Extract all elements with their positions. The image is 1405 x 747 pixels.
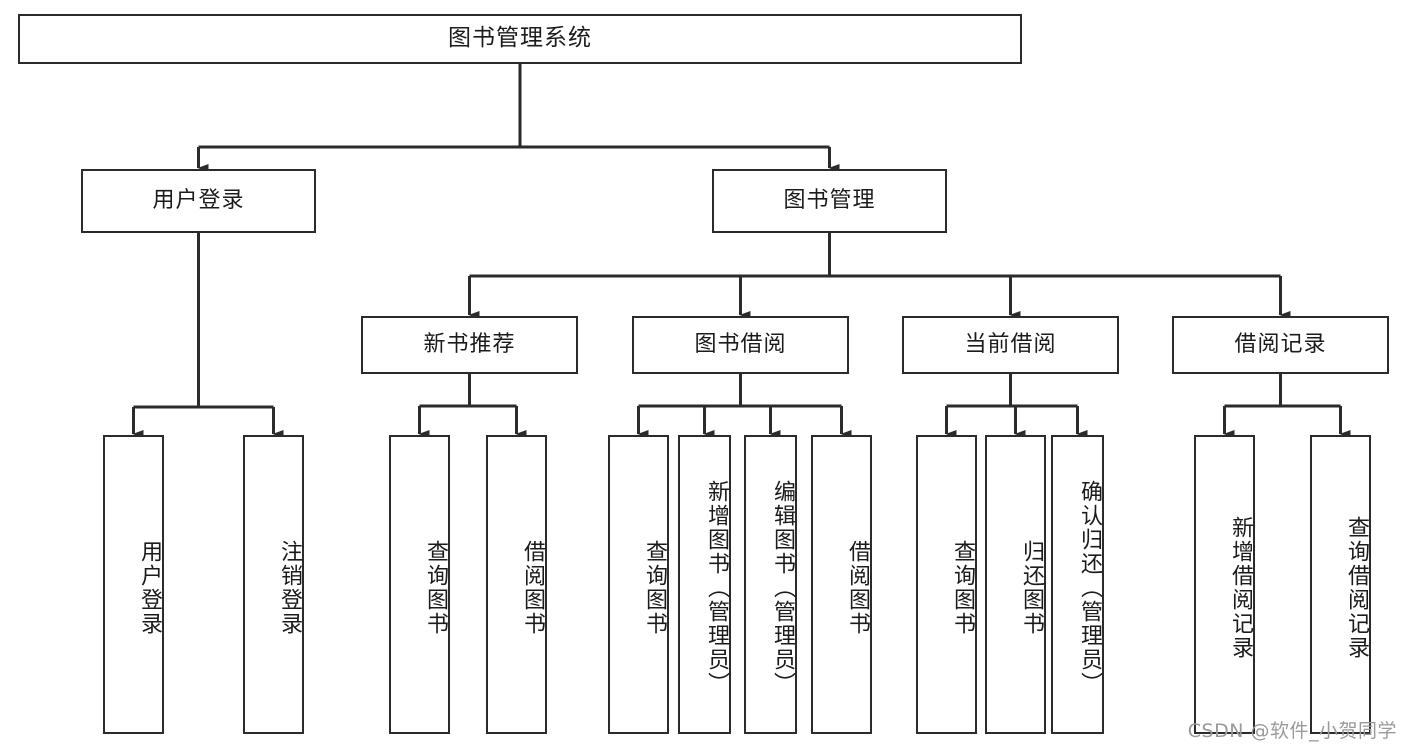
- node-label: 注销登录: [277, 539, 302, 636]
- node-label: 图书借阅: [694, 331, 787, 357]
- node-leaf-user-login[interactable]: 用户登录: [103, 435, 164, 734]
- node-leaf-query-book-recommend[interactable]: 查询图书: [389, 435, 450, 734]
- node-borrowing-record[interactable]: 借阅记录: [1172, 316, 1389, 374]
- node-leaf-query-borrow-record[interactable]: 查询借阅记录: [1310, 435, 1371, 734]
- node-label: 查询图书: [950, 539, 975, 636]
- node-leaf-confirm-return-admin[interactable]: 确认归还（管理员）: [1051, 435, 1104, 734]
- watermark-credit: CSDN @软件_小贺同学: [1187, 720, 1397, 742]
- node-leaf-query-book-borrow[interactable]: 查询图书: [608, 435, 669, 734]
- node-label: 查询图书: [423, 539, 448, 636]
- node-label: 借阅图书: [520, 539, 545, 636]
- node-user-login[interactable]: 用户登录: [81, 169, 316, 233]
- node-leaf-add-book-admin[interactable]: 新增图书（管理员）: [678, 435, 731, 734]
- node-label: 图书管理系统: [448, 25, 592, 52]
- node-label: 当前借阅: [964, 331, 1057, 357]
- node-label: 用户登录: [152, 187, 245, 213]
- node-leaf-query-book-current[interactable]: 查询图书: [916, 435, 977, 734]
- node-label: 确认归还（管理员）: [1077, 479, 1102, 696]
- node-leaf-edit-book-admin[interactable]: 编辑图书（管理员）: [744, 435, 797, 734]
- node-label: 新增借阅记录: [1228, 515, 1253, 660]
- node-label: 图书管理: [783, 187, 876, 213]
- node-book-management[interactable]: 图书管理: [712, 169, 947, 233]
- node-label: 查询借阅记录: [1344, 515, 1369, 660]
- node-label: 新增图书（管理员）: [704, 479, 729, 696]
- node-leaf-add-borrow-record[interactable]: 新增借阅记录: [1194, 435, 1255, 734]
- node-book-borrowing[interactable]: 图书借阅: [632, 316, 849, 374]
- node-root-book-management-system[interactable]: 图书管理系统: [18, 14, 1022, 64]
- node-label: 用户登录: [137, 539, 162, 636]
- node-leaf-borrow-book[interactable]: 借阅图书: [811, 435, 872, 734]
- node-current-borrowing[interactable]: 当前借阅: [902, 316, 1119, 374]
- node-leaf-return-book[interactable]: 归还图书: [985, 435, 1046, 734]
- node-label: 查询图书: [642, 539, 667, 636]
- node-label: 借阅图书: [845, 539, 870, 636]
- node-label: 归还图书: [1019, 539, 1044, 636]
- node-label: 借阅记录: [1234, 331, 1327, 357]
- node-label: 新书推荐: [423, 331, 516, 357]
- node-new-book-recommendation[interactable]: 新书推荐: [361, 316, 578, 374]
- node-leaf-user-logout[interactable]: 注销登录: [243, 435, 304, 734]
- node-label: 编辑图书（管理员）: [770, 479, 795, 696]
- node-leaf-borrow-book-recommend[interactable]: 借阅图书: [486, 435, 547, 734]
